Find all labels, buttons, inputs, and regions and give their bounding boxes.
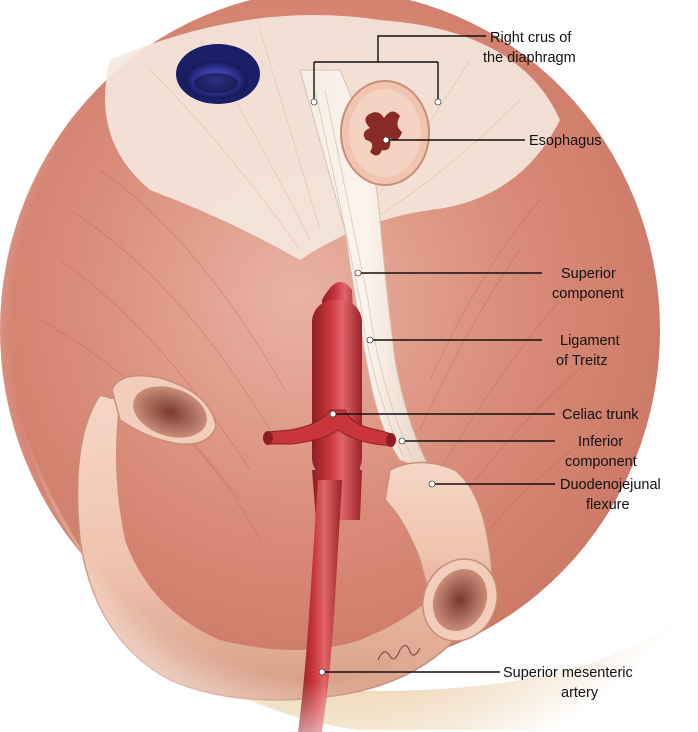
label-inferior-component-line2: component (565, 454, 637, 470)
label-right-crus-line1: Right crus of (490, 30, 572, 46)
labels: Right crus of the diaphragm Esophagus Su… (483, 30, 661, 701)
esophagus-cross-section (340, 80, 430, 186)
label-right-crus-line2: the diaphragm (483, 50, 576, 66)
label-dj-flexure-line2: flexure (586, 497, 630, 513)
label-superior-component-line1: Superior (561, 266, 616, 282)
label-esophagus: Esophagus (529, 133, 602, 149)
leader-dots (310, 98, 442, 676)
artist-signature (377, 645, 421, 661)
label-dj-flexure-line1: Duodenojejunal (560, 477, 661, 493)
label-ligament-line1: Ligament (560, 333, 620, 349)
vena-cava-opening (176, 44, 260, 104)
label-sma-line1: Superior mesenteric (503, 665, 633, 681)
label-superior-component-line2: component (552, 286, 624, 302)
label-inferior-component-line1: Inferior (578, 434, 623, 450)
leader-lines (313, 35, 555, 673)
label-celiac-trunk: Celiac trunk (562, 407, 639, 423)
label-sma-line2: artery (561, 685, 599, 701)
label-ligament-line2: of Treitz (556, 353, 608, 369)
